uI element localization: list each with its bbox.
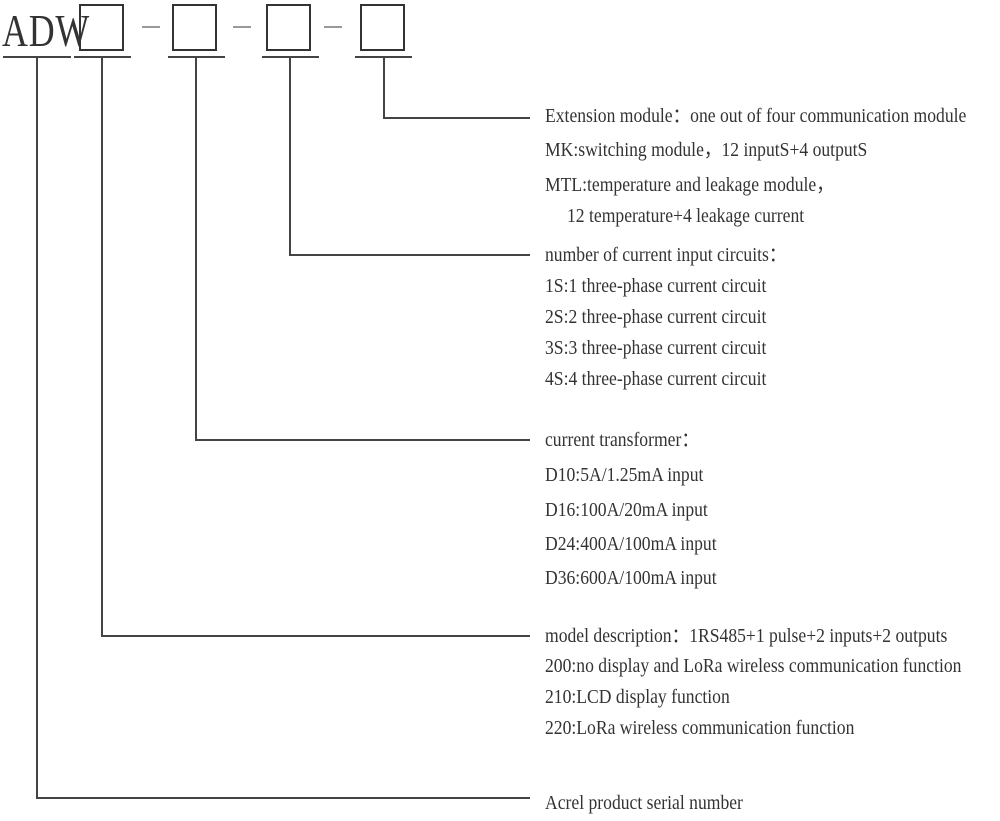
code-box-transformer — [172, 4, 217, 51]
product-prefix: ADW — [2, 5, 91, 56]
transformer-option: D16:100A/20mA input — [545, 499, 708, 521]
model-option: 220:LoRa wireless communication function — [545, 717, 855, 739]
leader-circuits — [289, 57, 291, 256]
transformer-option: D36:600A/100mA input — [545, 567, 717, 589]
serial-title: Acrel product serial number — [545, 792, 743, 814]
model-title: model description：1RS485+1 pulse+2 input… — [545, 625, 948, 647]
leader-serial-h — [36, 797, 530, 799]
circuits-title: number of current input circuits： — [545, 244, 787, 266]
transformer-title: current transformer： — [545, 429, 699, 451]
leader-circuits-h — [289, 254, 530, 256]
extension-option: MTL:temperature and leakage module， — [545, 174, 834, 196]
circuits-option: 3S:3 three-phase current circuit — [545, 337, 767, 359]
separator-dash — [324, 26, 342, 28]
transformer-option: D10:5A/1.25mA input — [545, 464, 704, 486]
circuits-option: 1S:1 three-phase current circuit — [545, 275, 767, 297]
code-box-model — [79, 4, 124, 51]
separator-dash — [233, 26, 251, 28]
leader-transformer — [195, 57, 197, 441]
model-option: 200:no display and LoRa wireless communi… — [545, 655, 962, 677]
leader-model — [101, 57, 103, 637]
circuits-option: 2S:2 three-phase current circuit — [545, 306, 767, 328]
code-box-circuits — [266, 4, 311, 51]
circuits-option: 4S:4 three-phase current circuit — [545, 368, 767, 390]
leader-extension — [383, 57, 385, 119]
extension-title: Extension module：one out of four communi… — [545, 105, 967, 127]
extension-option-detail: 12 temperature+4 leakage current — [567, 205, 805, 227]
separator-dash — [142, 26, 160, 28]
code-box-extension — [360, 4, 405, 51]
leader-model-h — [101, 635, 530, 637]
extension-option: MK:switching module，12 inputS+4 outputS — [545, 139, 868, 161]
leader-extension-h — [383, 117, 530, 119]
leader-transformer-h — [195, 439, 530, 441]
model-option: 210:LCD display function — [545, 686, 730, 708]
transformer-option: D24:400A/100mA input — [545, 533, 717, 555]
leader-serial — [36, 57, 38, 799]
